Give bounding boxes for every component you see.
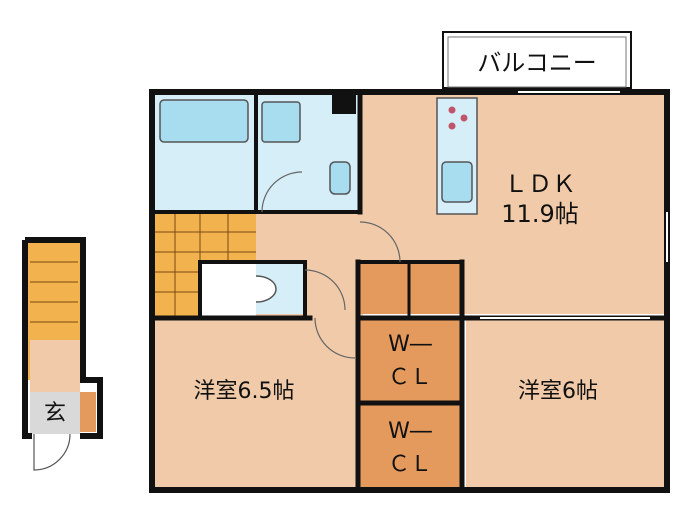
- door-swings: [261, 171, 401, 359]
- western-room-a-label: 洋室6.5帖: [194, 379, 295, 404]
- western-room-b-label: 洋室6帖: [518, 379, 598, 404]
- wcl-top-label-line2: ＣＬ: [388, 365, 432, 390]
- wcl-bottom: [360, 404, 462, 488]
- washroom: [256, 92, 360, 212]
- balcony: バルコニー: [442, 31, 632, 89]
- ldk-label: ＬＤＫ: [504, 170, 576, 198]
- stairs-main: [152, 212, 256, 318]
- windows: [480, 91, 668, 319]
- balcony-label: バルコニー: [477, 49, 597, 77]
- western-room-a-floor: [152, 318, 358, 490]
- wcl-top-label-line1: W―: [388, 332, 432, 357]
- wcl-top: [360, 318, 462, 402]
- stove-burner-icon: [448, 122, 456, 130]
- walls: [149, 89, 670, 493]
- entrance-section: 玄: [22, 237, 103, 471]
- entrance-label: 玄: [44, 401, 66, 426]
- sink-icon: [441, 161, 473, 203]
- western-room-b-floor: [466, 318, 668, 490]
- ldk-size: 11.9帖: [501, 200, 578, 228]
- closet-small-b: [410, 264, 462, 314]
- stove-burner-icon: [448, 106, 456, 114]
- wcl-bottom-label-line2: ＣＬ: [388, 452, 432, 477]
- kitchen-counter: [436, 97, 478, 215]
- stove-burner-icon: [460, 114, 468, 122]
- wcl-bottom-label-line1: W―: [388, 419, 432, 444]
- bathroom: [152, 92, 256, 212]
- closet-small-a: [360, 264, 408, 314]
